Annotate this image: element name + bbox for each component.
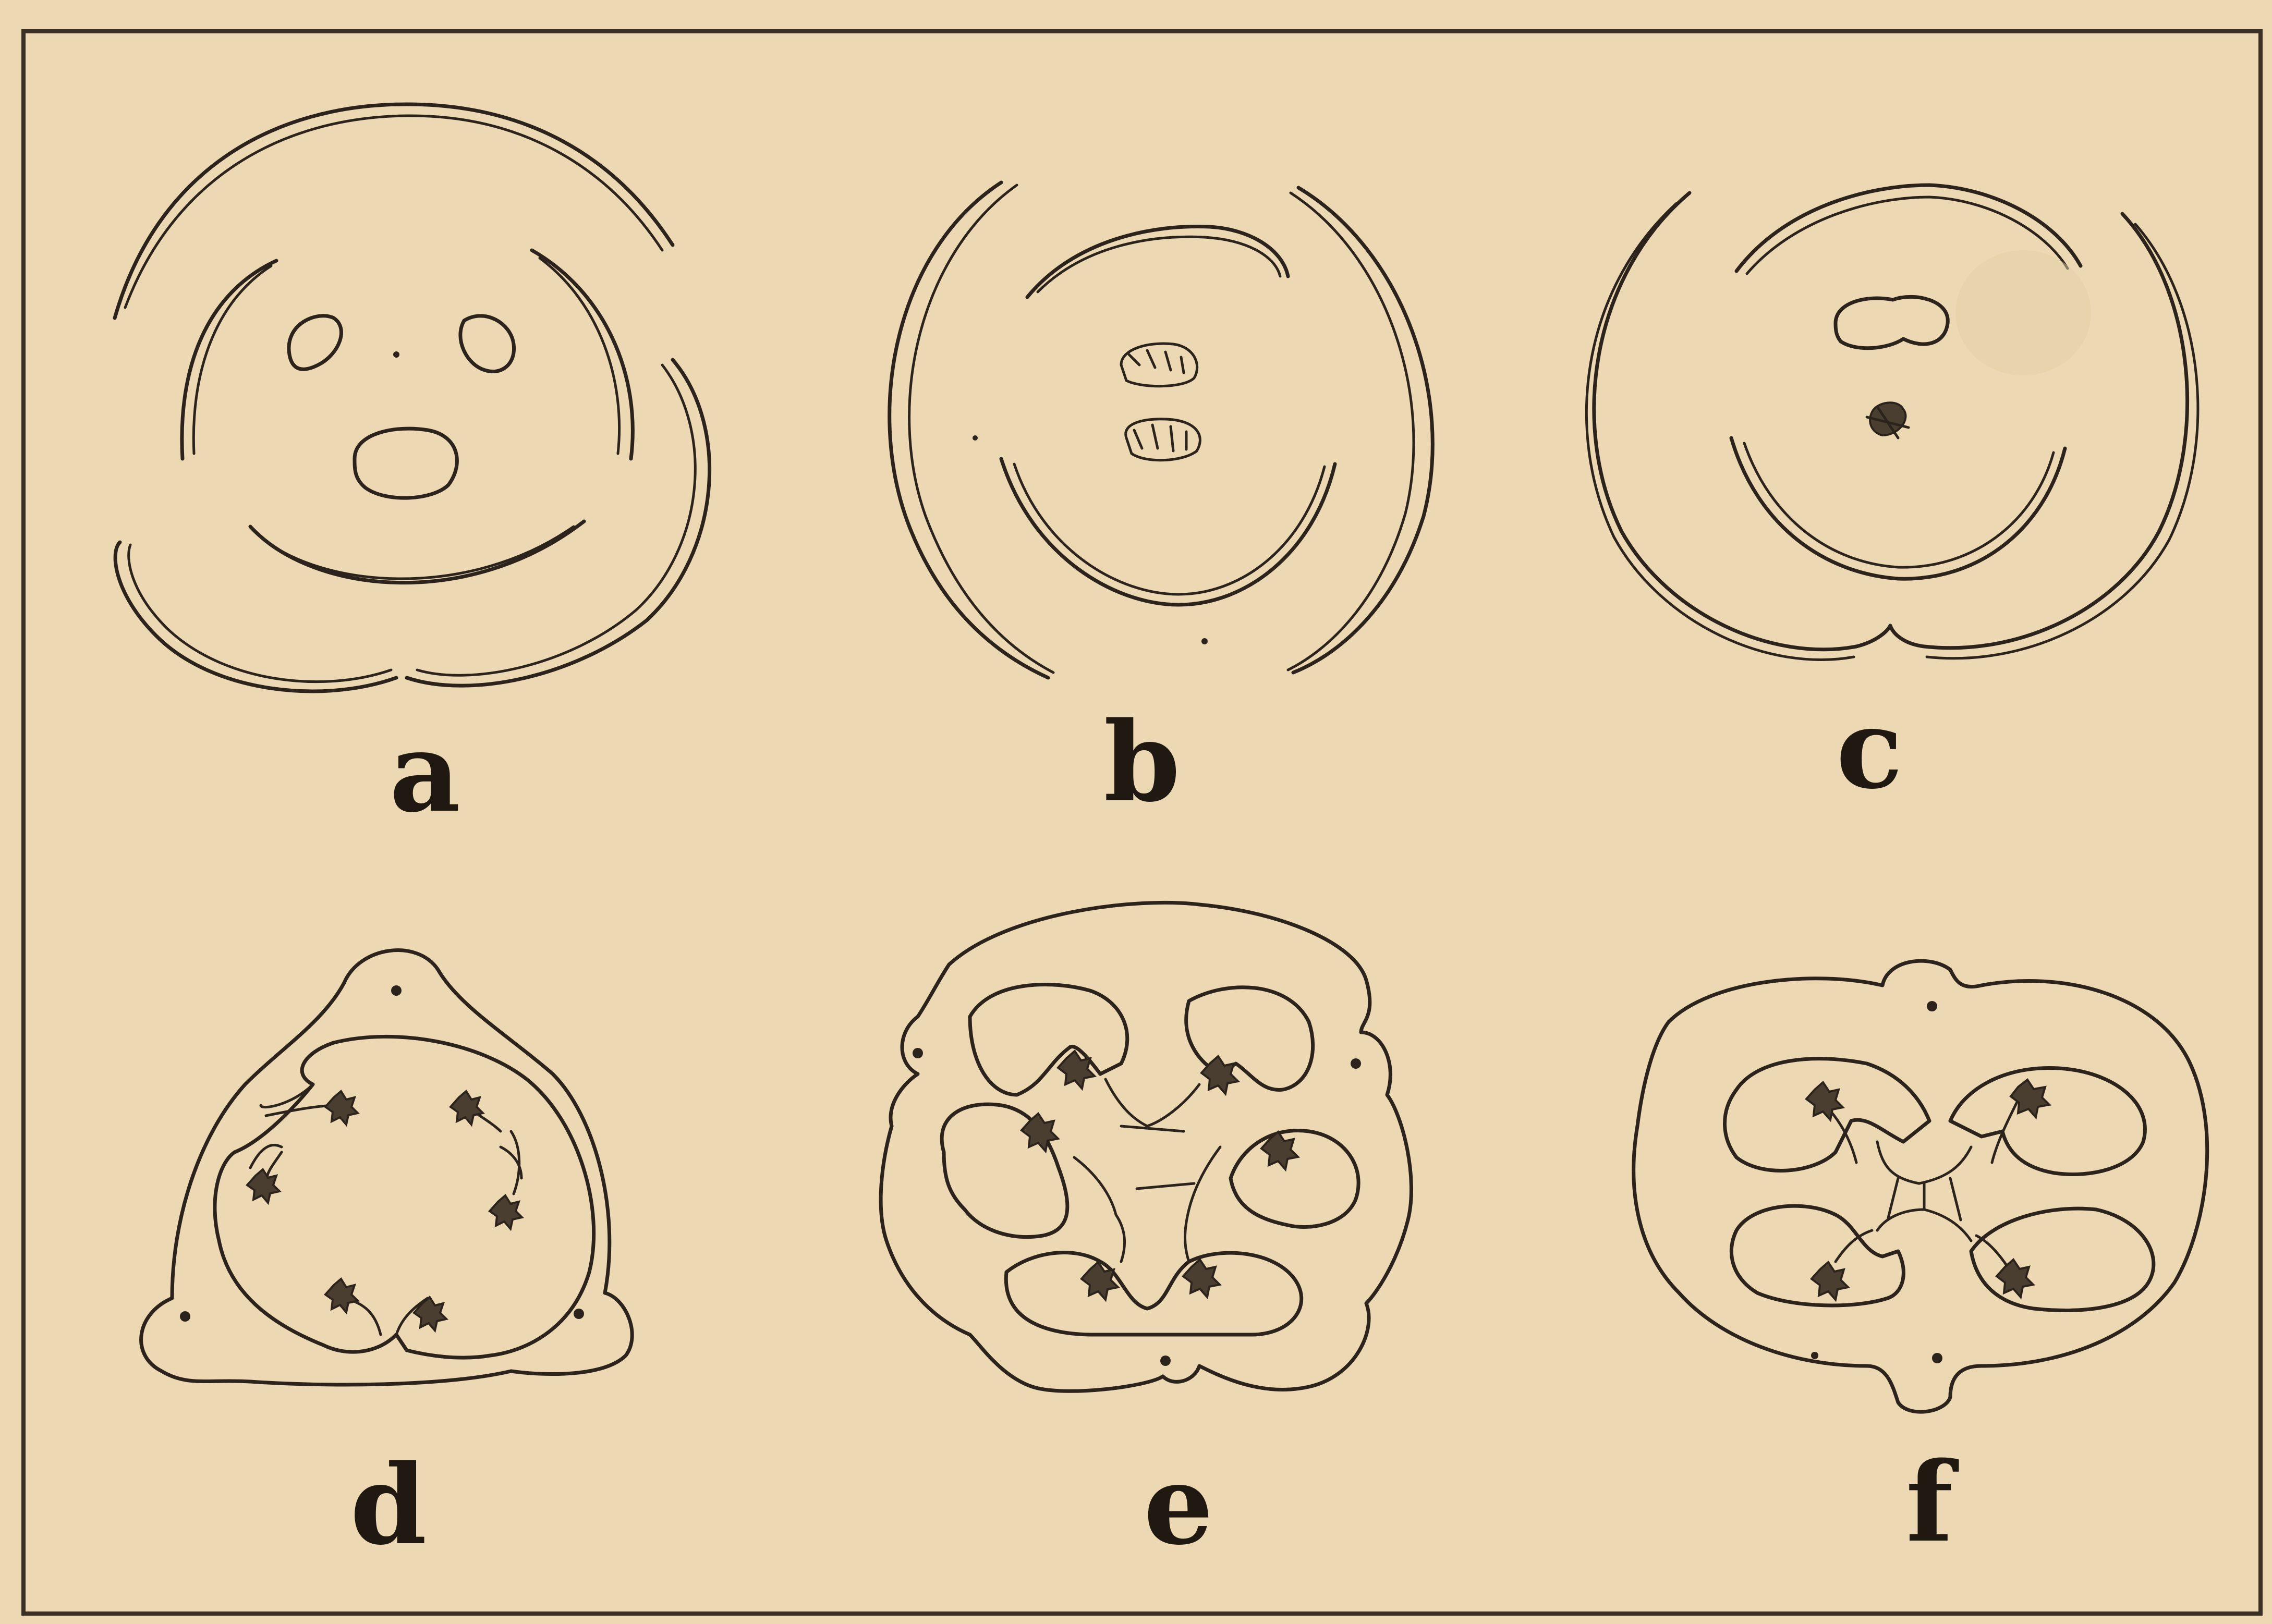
panel-d-label: d (350, 1440, 427, 1569)
panel-c-label: c (1836, 685, 1903, 813)
panel-e-label: e (1144, 1440, 1213, 1569)
panel-a-label: a (390, 708, 460, 837)
panel-f-label: f (1906, 1438, 1959, 1567)
panel-b-label: b (1104, 698, 1181, 826)
